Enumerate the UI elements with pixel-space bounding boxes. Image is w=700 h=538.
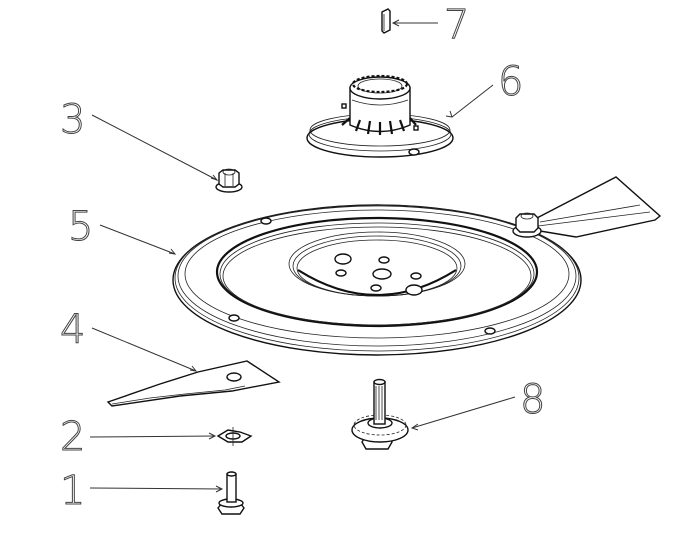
- callout-6: 6: [445, 59, 524, 118]
- callout-4: 4: [60, 307, 198, 372]
- part-5-blade-disc: [172, 176, 662, 356]
- callout-number-7: 7: [444, 2, 469, 48]
- part-7-key: [381, 8, 391, 34]
- callout-1: 1: [60, 468, 224, 515]
- callout-number-5: 5: [68, 204, 93, 250]
- callout-3: 3: [60, 97, 219, 182]
- callout-number-6: 6: [498, 59, 523, 105]
- callout-8: 8: [410, 377, 546, 431]
- callout-number-1: 1: [60, 468, 85, 514]
- part-2-wave-washer: [216, 427, 253, 446]
- callout-number-3: 3: [60, 97, 85, 143]
- callout-number-8: 8: [520, 377, 545, 423]
- part-6-hub: [306, 74, 454, 158]
- part-1-bolt: [217, 471, 245, 515]
- part-4-blade: [106, 360, 281, 407]
- callout-number-4: 4: [60, 307, 85, 353]
- part-8-spindle-bolt: [351, 378, 409, 450]
- callout-number-2: 2: [60, 414, 85, 460]
- callout-7: 7: [391, 2, 470, 49]
- part-3-flange-nut: [215, 168, 243, 193]
- callout-2: 2: [60, 414, 217, 461]
- callout-5: 5: [68, 204, 177, 255]
